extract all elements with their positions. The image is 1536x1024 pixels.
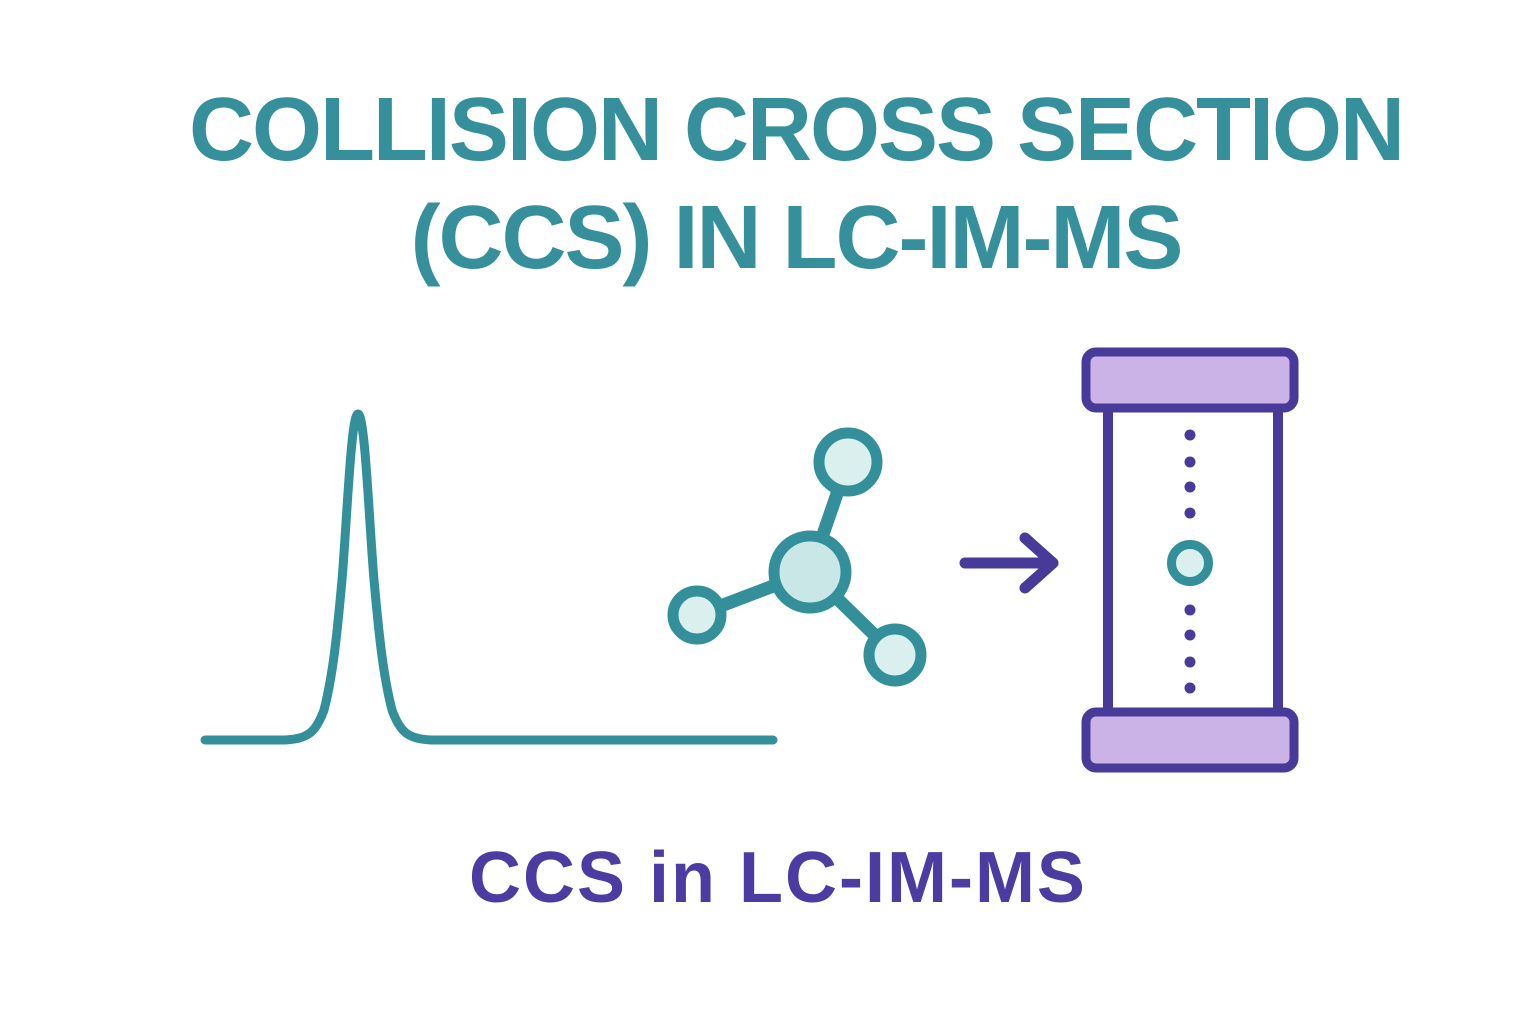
drift-tube-bottom-cap <box>1081 707 1299 773</box>
chromatogram-peak-path <box>200 409 778 745</box>
drift-path-dots <box>1184 429 1196 694</box>
page-title: COLLISION CROSS SECTION (CCS) IN LC-IM-M… <box>28 76 1536 292</box>
molecule-top-atom <box>813 427 883 497</box>
drift-tube-icon <box>1081 347 1299 773</box>
molecule-right-atom <box>863 623 927 687</box>
chromatogram-peak-icon <box>200 409 778 745</box>
molecule-icon <box>667 427 927 687</box>
title-line-1: COLLISION CROSS SECTION <box>188 80 1405 180</box>
drift-tube-walls <box>1103 405 1283 720</box>
caption: CCS in LC-IM-MS <box>469 838 1087 918</box>
molecule-left-atom <box>667 585 727 645</box>
title-line-2: (CCS) IN LC-IM-MS <box>410 188 1184 288</box>
drifting-ion <box>1167 540 1213 586</box>
arrow-right-icon <box>959 532 1059 594</box>
molecule-center-atom <box>768 530 852 614</box>
drift-tube-top-cap <box>1081 347 1299 413</box>
